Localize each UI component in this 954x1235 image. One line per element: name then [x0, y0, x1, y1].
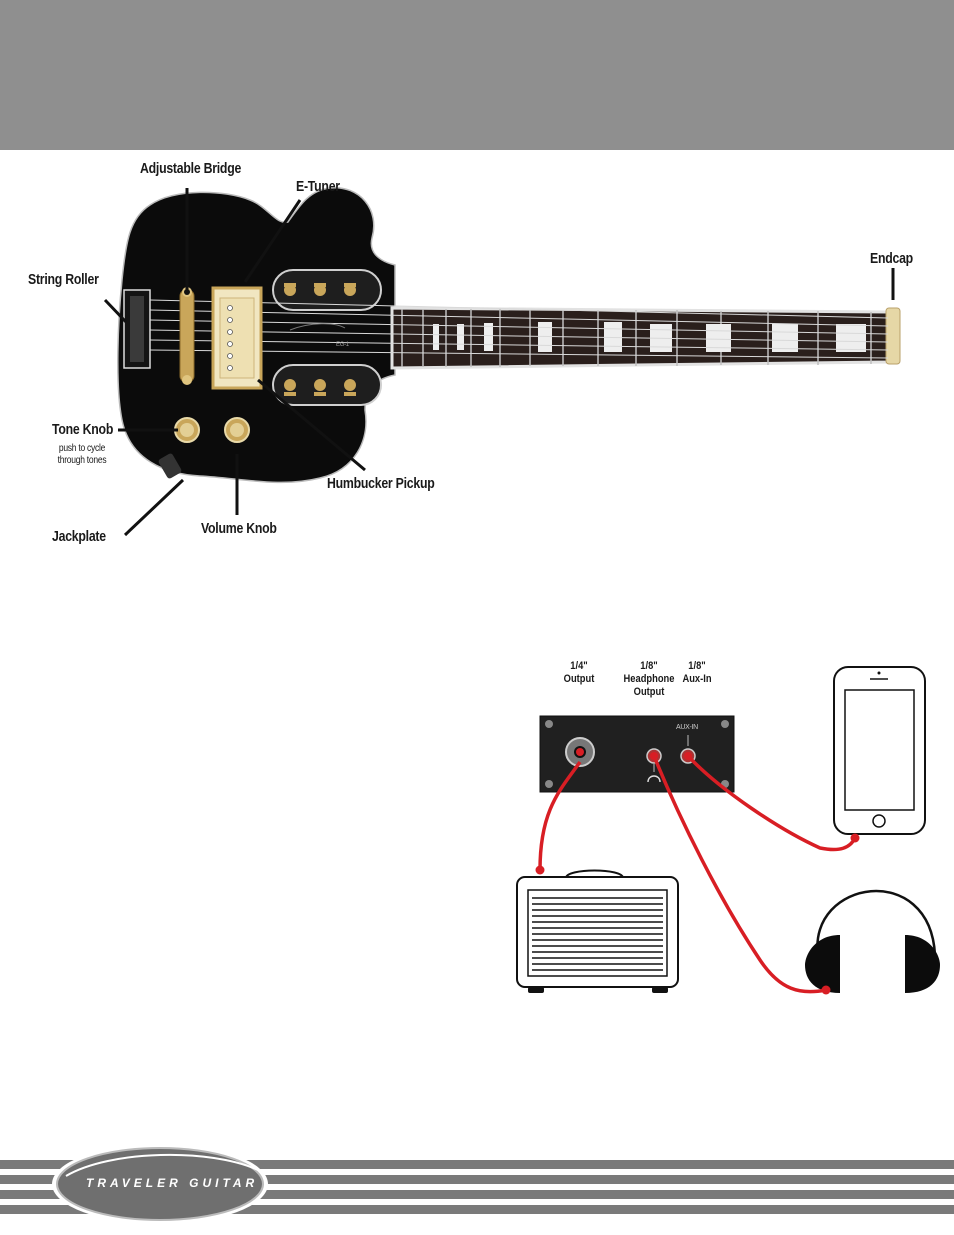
footer-logo-text: TRAVELER GUITAR [86, 1176, 258, 1190]
